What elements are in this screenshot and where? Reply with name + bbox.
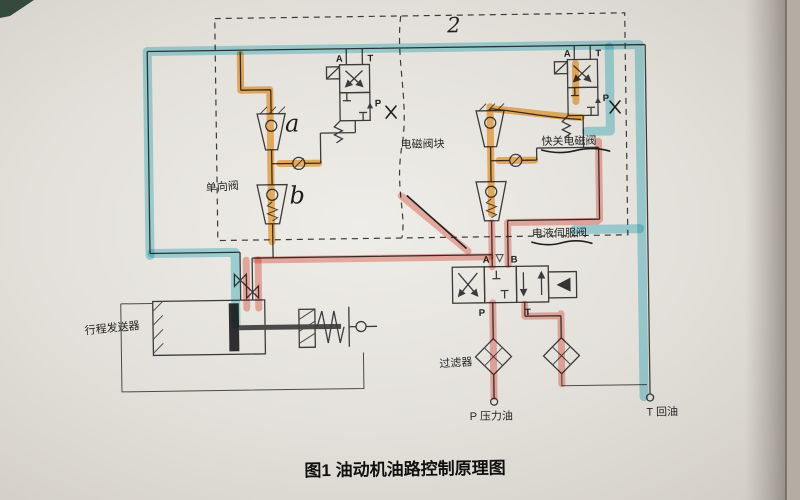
handwritten-pointer-line: [406, 195, 467, 249]
diagram: A T P A T P: [84, 12, 678, 481]
check-valve-symbol: [475, 180, 507, 222]
assembly-frame: [120, 302, 365, 393]
handwritten-underline: [540, 147, 611, 154]
red-highlight: [242, 137, 604, 401]
handwritten-letter-a: a: [285, 109, 300, 137]
spring-icon: [560, 115, 572, 139]
handwritten-marks: a b 2: [285, 13, 621, 249]
port-label-valve2-a: A: [564, 49, 571, 60]
check-valve-b-symbol: [256, 183, 288, 225]
handwritten-x-mark: [385, 105, 397, 119]
triangle-mark-icon: [495, 254, 504, 263]
label-solenoid-valve-block: 电磁阀块: [400, 136, 444, 151]
port-label-valve1-t: T: [367, 53, 373, 64]
port-label-servo-b: B: [511, 254, 518, 265]
port-label-servo-p: P: [479, 308, 486, 319]
handwritten-underline: [531, 239, 593, 246]
figure-caption: 图1 油动机油路控制原理图: [304, 458, 505, 481]
servo-triangle-icon: [556, 277, 571, 292]
label-quick-close-solenoid-valve: 快关电磁阀: [541, 133, 596, 148]
handwritten-number-2: 2: [446, 13, 461, 37]
cyan-highlight: [142, 40, 649, 402]
solenoid-block-dashed-box: [214, 12, 629, 242]
dashed-divider-line: [398, 15, 405, 239]
highlighter-marks: [142, 40, 649, 402]
handwritten-letter-b: b: [289, 181, 305, 209]
port-label-valve2-t: T: [595, 48, 601, 59]
label-pressure-oil: P 压力油: [470, 408, 513, 423]
handwritten-x-mark: [609, 100, 621, 114]
orange-highlight: [236, 50, 585, 246]
port-label-valve1-a: A: [336, 54, 343, 65]
page-edge-shadow: [745, 0, 788, 500]
label-check-valve: 单向阀: [205, 178, 239, 195]
printed-labels: 单向阀 电磁阀块 快关电磁阀 电液伺服阀 行程发送器 过滤器 P 压力油 T 回…: [84, 133, 678, 423]
label-filter: 过滤器: [439, 355, 473, 370]
port-label-valve1-p: P: [375, 98, 382, 109]
hatched-mount: [298, 308, 317, 349]
servo-pilot-box: [547, 270, 578, 299]
label-return-oil: T 回油: [646, 404, 678, 418]
corner-dark-patch: [0, 0, 34, 18]
spring-icon: [316, 310, 345, 344]
check-valve-a-symbol: [256, 112, 286, 151]
